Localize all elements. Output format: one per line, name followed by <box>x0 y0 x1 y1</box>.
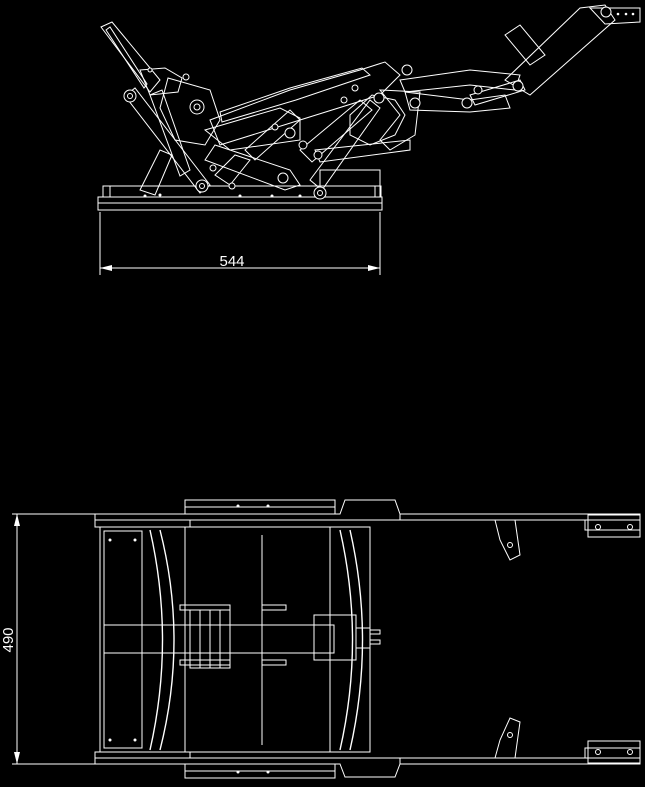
middle-linkages <box>204 89 421 191</box>
footrest-brackets <box>494 514 641 764</box>
seat-plate <box>159 61 401 151</box>
width-dimension-label: 544 <box>219 253 244 270</box>
pivot-holes <box>123 6 612 200</box>
footrest-linkage <box>399 4 641 113</box>
depth-dimension-label: 490 <box>0 627 17 652</box>
top-side-rail <box>94 499 641 531</box>
base-rail-holes <box>143 12 635 198</box>
cross-bar-motor <box>103 609 381 669</box>
depth-dimension: 490 <box>0 513 95 765</box>
seat-frame <box>99 526 371 753</box>
top-view-mechanism: 490 <box>0 499 641 779</box>
side-view-mechanism: 544 <box>97 4 641 275</box>
top-view-holes <box>108 504 633 774</box>
width-dimension: 544 <box>99 212 381 275</box>
back-frame-arm <box>100 21 183 96</box>
